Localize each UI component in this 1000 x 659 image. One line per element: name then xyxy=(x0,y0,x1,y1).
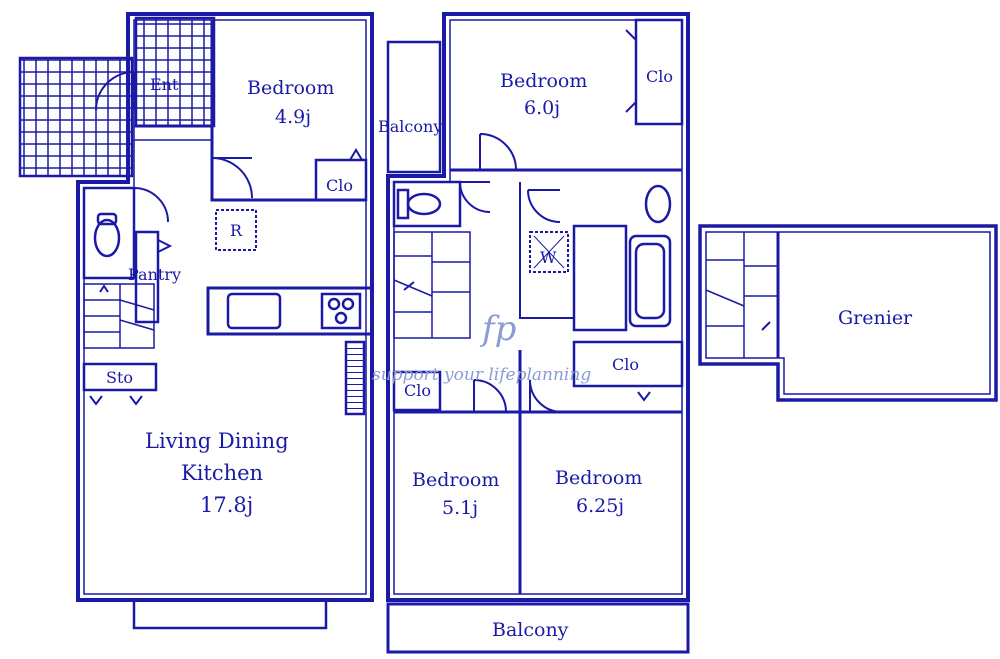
ldk-window xyxy=(132,598,328,630)
closet4-label: Clo xyxy=(404,381,431,400)
first-floor xyxy=(18,12,374,630)
stairs-2 xyxy=(393,231,471,339)
bedroom3-door xyxy=(473,379,507,413)
watermark-logo: fp xyxy=(479,309,516,349)
stair-hatch xyxy=(344,340,366,416)
bedroom2-name: Bedroom xyxy=(500,70,587,92)
entrance-tile-area xyxy=(134,16,216,128)
closet-1 xyxy=(314,158,368,202)
watermark-slogan: support your lifeplanning xyxy=(372,365,591,385)
balcony-bottom-label: Balcony xyxy=(492,619,569,641)
closet2-label: Clo xyxy=(646,67,673,86)
storage-label: Sto xyxy=(106,368,133,387)
grenier-label: Grenier xyxy=(838,307,913,329)
bedroom4-size: 6.25j xyxy=(576,495,624,517)
fridge-label: R xyxy=(230,221,243,240)
entry-door xyxy=(95,71,135,111)
bedroom1-size: 4.9j xyxy=(275,106,311,128)
bedroom2-door xyxy=(479,133,517,171)
pantry xyxy=(134,230,160,324)
toilet-room-1 xyxy=(82,186,136,280)
bedroom4-name: Bedroom xyxy=(555,467,642,489)
bedroom1-door xyxy=(211,157,253,199)
washer xyxy=(529,231,569,273)
ent-label: Ent xyxy=(150,75,179,94)
closet-3 xyxy=(572,340,684,388)
closet-4 xyxy=(392,370,442,412)
closet3-label: Clo xyxy=(612,355,639,374)
closet1-label: Clo xyxy=(326,176,353,195)
closet-2 xyxy=(634,18,684,126)
cooktop xyxy=(320,292,362,330)
fridge xyxy=(215,209,257,251)
bedroom3-name: Bedroom xyxy=(412,469,499,491)
bedroom1-name: Bedroom xyxy=(247,77,334,99)
grenier-outer-wall xyxy=(698,224,998,402)
storage xyxy=(82,362,158,392)
washroom xyxy=(572,224,628,332)
stairs-1 xyxy=(83,283,155,349)
bedroom2-size: 6.0j xyxy=(524,97,560,119)
second-floor xyxy=(386,12,690,654)
grenier-floor xyxy=(698,224,998,402)
balcony-bottom xyxy=(386,602,690,654)
ldk-name-line2: Kitchen xyxy=(181,461,263,485)
entrance-porch xyxy=(18,56,134,178)
kitchen-counter xyxy=(206,286,374,336)
toilet-room-2 xyxy=(392,180,462,228)
ldk-size: 17.8j xyxy=(200,493,253,517)
bedroom4-door xyxy=(529,379,563,413)
washer-label: W xyxy=(540,248,557,267)
balcony-top xyxy=(386,40,442,174)
watermark: fp support your lifeplanning xyxy=(372,309,591,385)
ldk-name-line1: Living Dining xyxy=(145,429,289,453)
balcony-top-label: Balcony xyxy=(378,117,442,136)
labels: Ent Bedroom 4.9j Clo R Pantry Sto Living… xyxy=(106,67,913,641)
pantry-label: Pantry xyxy=(128,265,181,284)
second-floor-outer-wall xyxy=(386,12,690,602)
bedroom3-size: 5.1j xyxy=(442,497,478,519)
stairs-3 xyxy=(705,232,778,358)
bathtub xyxy=(628,234,672,328)
kitchen-sink xyxy=(226,292,282,330)
